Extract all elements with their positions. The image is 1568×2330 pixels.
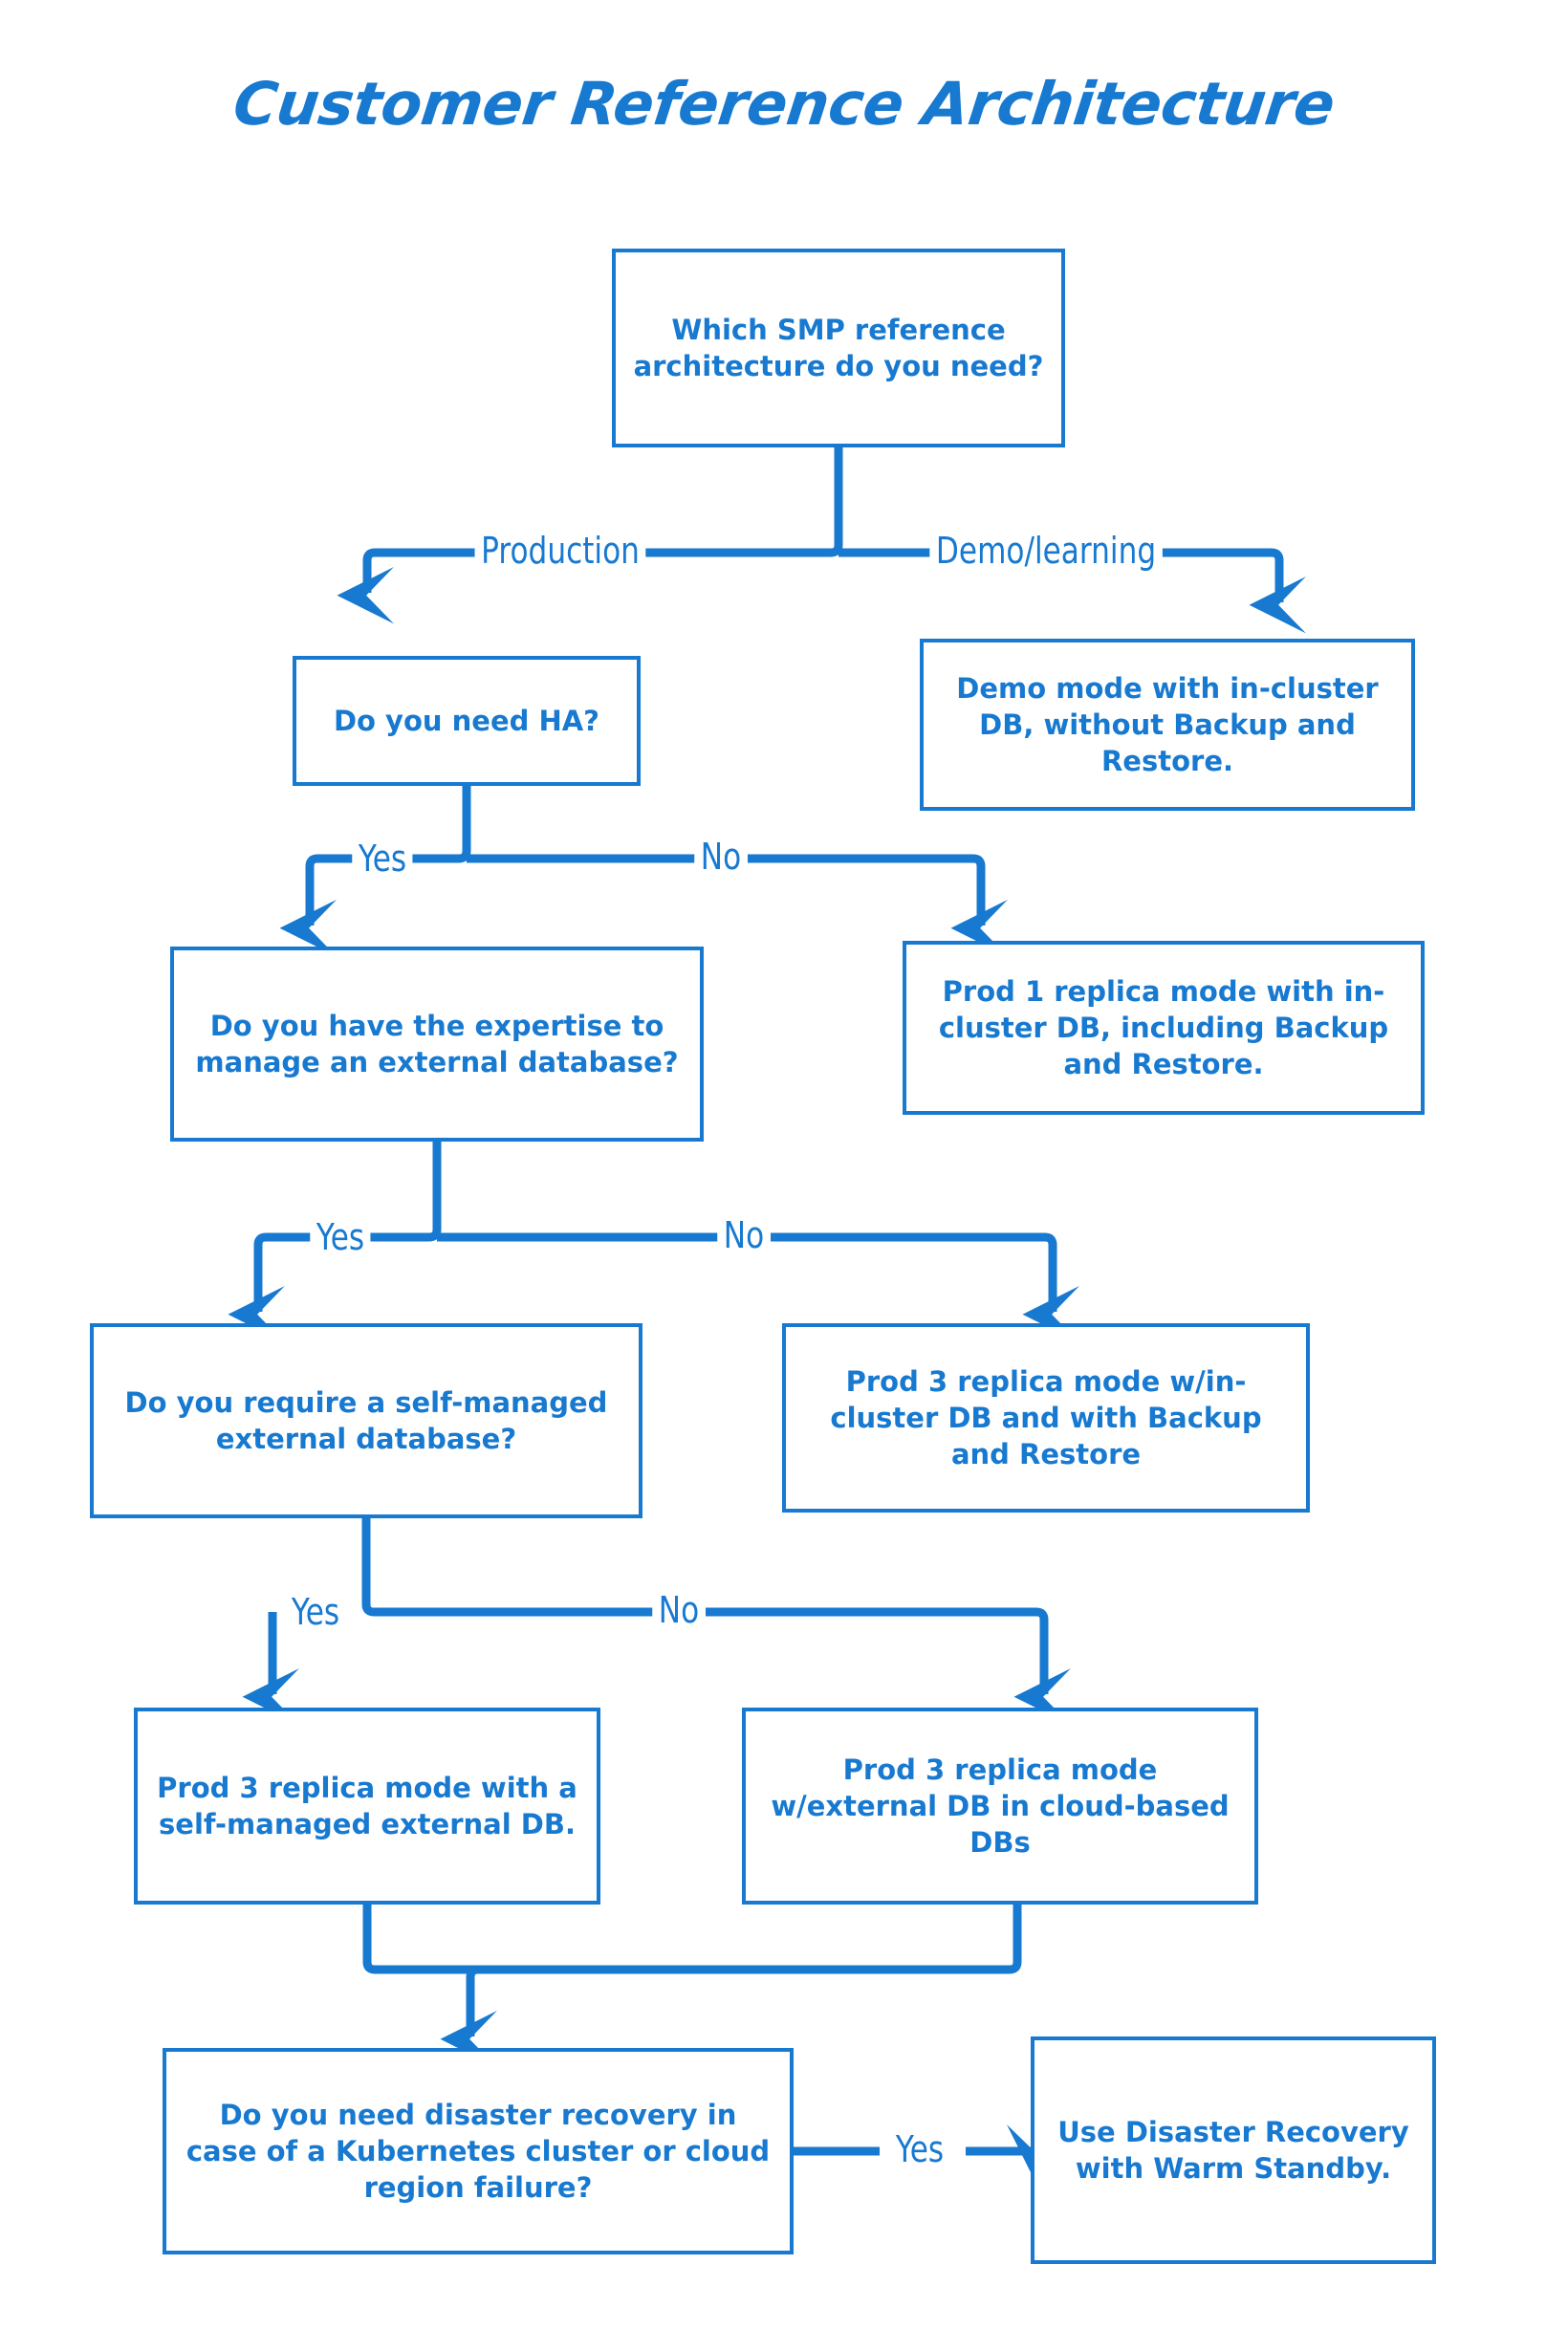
- node-self-managed-label: Do you require a self-managed external d…: [124, 1385, 608, 1455]
- node-prod1-result-label: Prod 1 replica mode with in-cluster DB, …: [938, 974, 1389, 1081]
- node-self-managed[interactable]: Do you require a self-managed external d…: [90, 1323, 642, 1518]
- node-prod3-selfmanaged-result[interactable]: Prod 3 replica mode with a self-managed …: [134, 1708, 600, 1905]
- edge-label-expertise-no: No: [717, 1215, 771, 1255]
- node-prod3-selfmanaged-result-label: Prod 3 replica mode with a self-managed …: [157, 1771, 577, 1840]
- node-disaster-recovery-label: Do you need disaster recovery in case of…: [185, 2098, 771, 2205]
- node-prod3-incluster-result[interactable]: Prod 3 replica mode w/in-cluster DB and …: [782, 1323, 1310, 1513]
- node-warm-standby-result[interactable]: Use Disaster Recovery with Warm Standby.: [1031, 2036, 1436, 2264]
- node-demo-result[interactable]: Demo mode with in-cluster DB, without Ba…: [920, 639, 1415, 811]
- edge-label-expertise-yes: Yes: [310, 1217, 371, 1257]
- node-disaster-recovery[interactable]: Do you need disaster recovery in case of…: [163, 2048, 794, 2254]
- node-prod3-incluster-result-label: Prod 3 replica mode w/in-cluster DB and …: [830, 1364, 1262, 1471]
- edge-cloud-result-merge: [478, 1905, 1022, 1974]
- edge-label-production: Production: [474, 531, 646, 571]
- node-expertise[interactable]: Do you have the expertise to manage an e…: [170, 947, 704, 1142]
- edge-label-dr-yes: Yes: [889, 2129, 950, 2169]
- edge-merge-to-dr: [440, 1965, 497, 2068]
- node-prod1-result[interactable]: Prod 1 replica mode with in-cluster DB, …: [903, 941, 1425, 1115]
- node-expertise-label: Do you have the expertise to manage an e…: [195, 1009, 679, 1078]
- edge-label-ha-yes: Yes: [352, 838, 413, 879]
- node-prod3-cloud-result[interactable]: Prod 3 replica mode w/external DB in clo…: [742, 1708, 1258, 1905]
- edge-label-selfmanaged-no: No: [652, 1590, 706, 1630]
- edge-label-demo-learning: Demo/learning: [929, 531, 1163, 571]
- page-title: Customer Reference Architecture: [229, 69, 1339, 139]
- node-need-ha-label: Do you need HA?: [333, 704, 600, 737]
- edge-label-selfmanaged-yes: Yes: [285, 1592, 346, 1632]
- node-start-label: Which SMP reference architecture do you …: [633, 313, 1044, 382]
- edge-selfmanaged-result-merge: [362, 1905, 478, 1974]
- node-warm-standby-result-label: Use Disaster Recovery with Warm Standby.: [1057, 2115, 1409, 2185]
- node-need-ha[interactable]: Do you need HA?: [293, 656, 641, 786]
- node-demo-result-label: Demo mode with in-cluster DB, without Ba…: [956, 671, 1379, 778]
- node-start[interactable]: Which SMP reference architecture do you …: [612, 249, 1065, 447]
- node-prod3-cloud-result-label: Prod 3 replica mode w/external DB in clo…: [771, 1753, 1230, 1860]
- edge-label-ha-no: No: [694, 837, 748, 877]
